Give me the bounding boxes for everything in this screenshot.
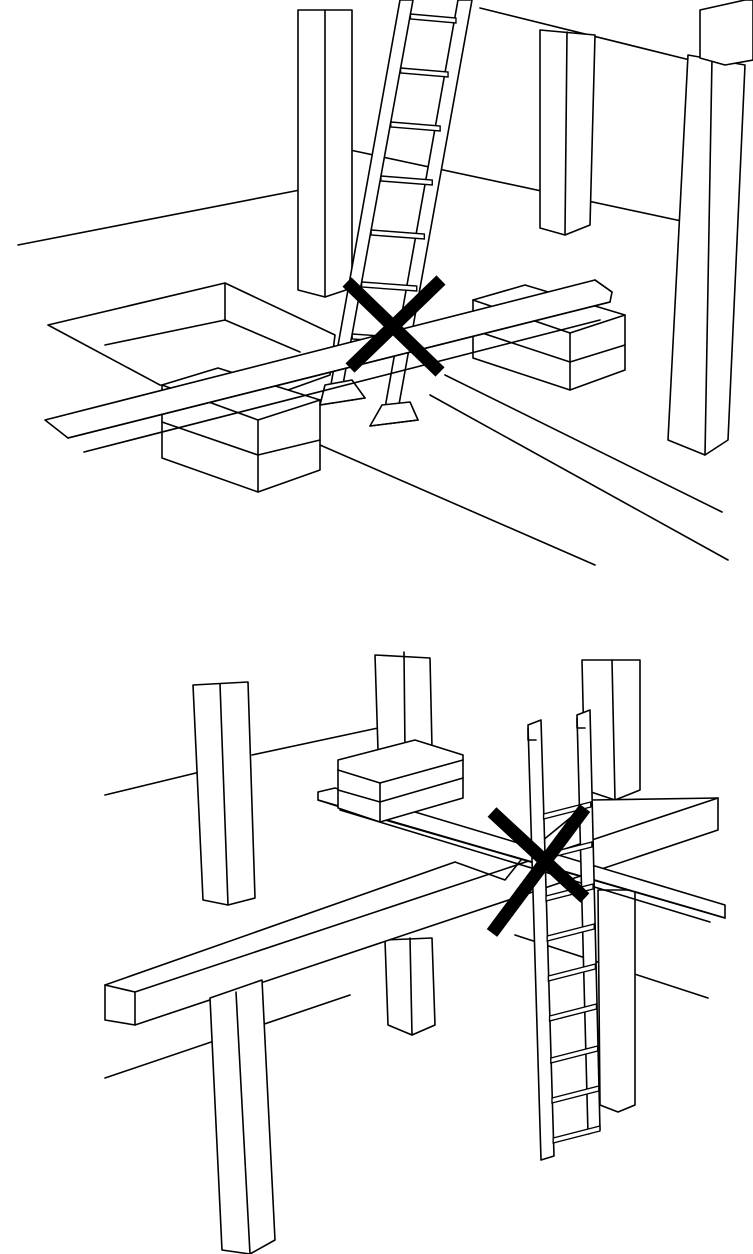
slab-edge-upper-left (105, 772, 200, 795)
slab-edge-back (350, 150, 700, 225)
slab-edge-left (18, 190, 300, 245)
ladder-rung (553, 1126, 600, 1143)
bottom-illustration (0, 600, 753, 1254)
slab-edge-upper-mid (252, 728, 378, 755)
panel-top-leaning-ladder (0, 0, 753, 600)
ladder-foot-left (320, 380, 365, 405)
fixed-vertical-ladder (528, 710, 600, 1160)
block-on-beam (338, 740, 463, 822)
ladder-rung (410, 14, 455, 23)
ladder-rung (381, 176, 432, 185)
top-illustration (0, 0, 753, 600)
beam-end-top-right (700, 0, 753, 65)
column-lower-right (598, 890, 635, 1112)
panel-bottom-fixed-ladder (0, 600, 753, 1254)
ladder-rung (401, 68, 448, 77)
ladder-rung (391, 122, 440, 131)
column-upper-mid-edge (404, 652, 405, 752)
